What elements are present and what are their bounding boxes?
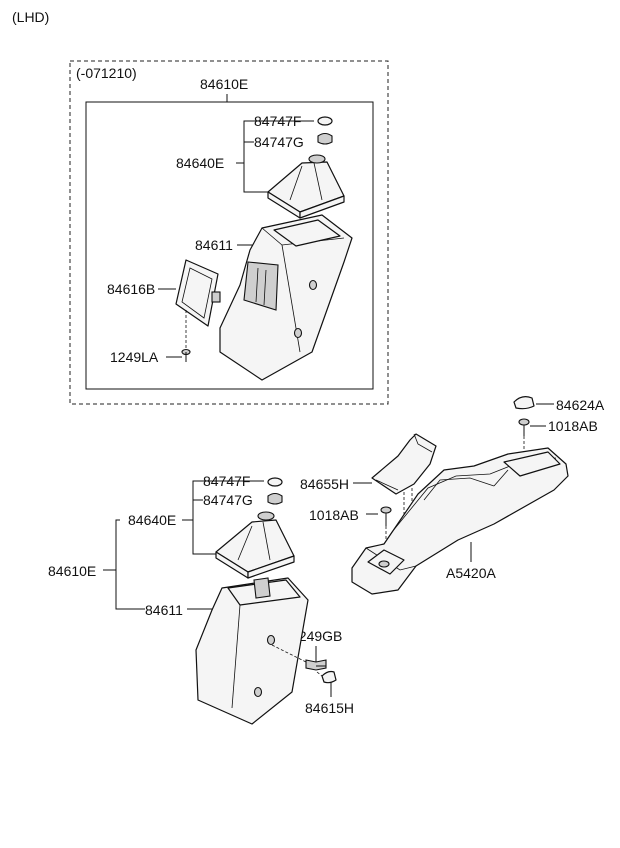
lower-bolt-label: 1249GB [291, 628, 342, 644]
lower-plug-g-part [267, 492, 283, 505]
boot-bracket-line [243, 120, 314, 193]
console-body-part [219, 214, 353, 381]
right-screw-left-part [380, 506, 392, 560]
right-base-label: A5420A [446, 565, 496, 581]
lower-plug-g-label: 84747G [203, 492, 253, 508]
cover-label: 84616B [107, 281, 155, 297]
console-label: 84611 [195, 237, 233, 253]
plug-g-label: 84747G [254, 134, 304, 150]
date-group-frame [69, 60, 389, 405]
right-screw-top-label: 1018AB [548, 418, 598, 434]
date-code-label: (-071210) [76, 65, 137, 81]
lower-plug-f-part [267, 477, 283, 487]
lower-boot-bracket-line [192, 480, 264, 555]
right-trim-label: 84655H [300, 476, 349, 492]
lower-console-label: 84611 [145, 602, 183, 618]
right-screw-top-part [518, 418, 530, 456]
lower-console-body-part [195, 577, 309, 725]
screw-part [181, 348, 191, 362]
variant-label: (LHD) [12, 9, 49, 25]
lower-assembly-bracket [115, 519, 145, 610]
boot-label: 84640E [176, 155, 224, 171]
lower-bolt-part [271, 644, 327, 671]
lower-assembly-label: 84610E [48, 563, 96, 579]
plug-g-part [317, 132, 333, 145]
assembly-frame [85, 101, 374, 390]
lower-boot-label: 84640E [128, 512, 176, 528]
plug-f-part [317, 116, 333, 126]
right-base-part [351, 447, 569, 595]
lower-cap-part [316, 670, 337, 684]
right-cap-label: 84624A [556, 397, 605, 413]
cover-panel-part [175, 259, 221, 348]
right-screw-left-label: 1018AB [309, 507, 359, 523]
shift-boot-part [267, 154, 345, 219]
screw-label: 1249LA [110, 349, 159, 365]
lower-shift-boot-part [215, 511, 295, 579]
lower-cap-label: 84615H [305, 700, 354, 716]
right-cap-part [513, 396, 535, 410]
assembly-label: 84610E [200, 76, 248, 92]
